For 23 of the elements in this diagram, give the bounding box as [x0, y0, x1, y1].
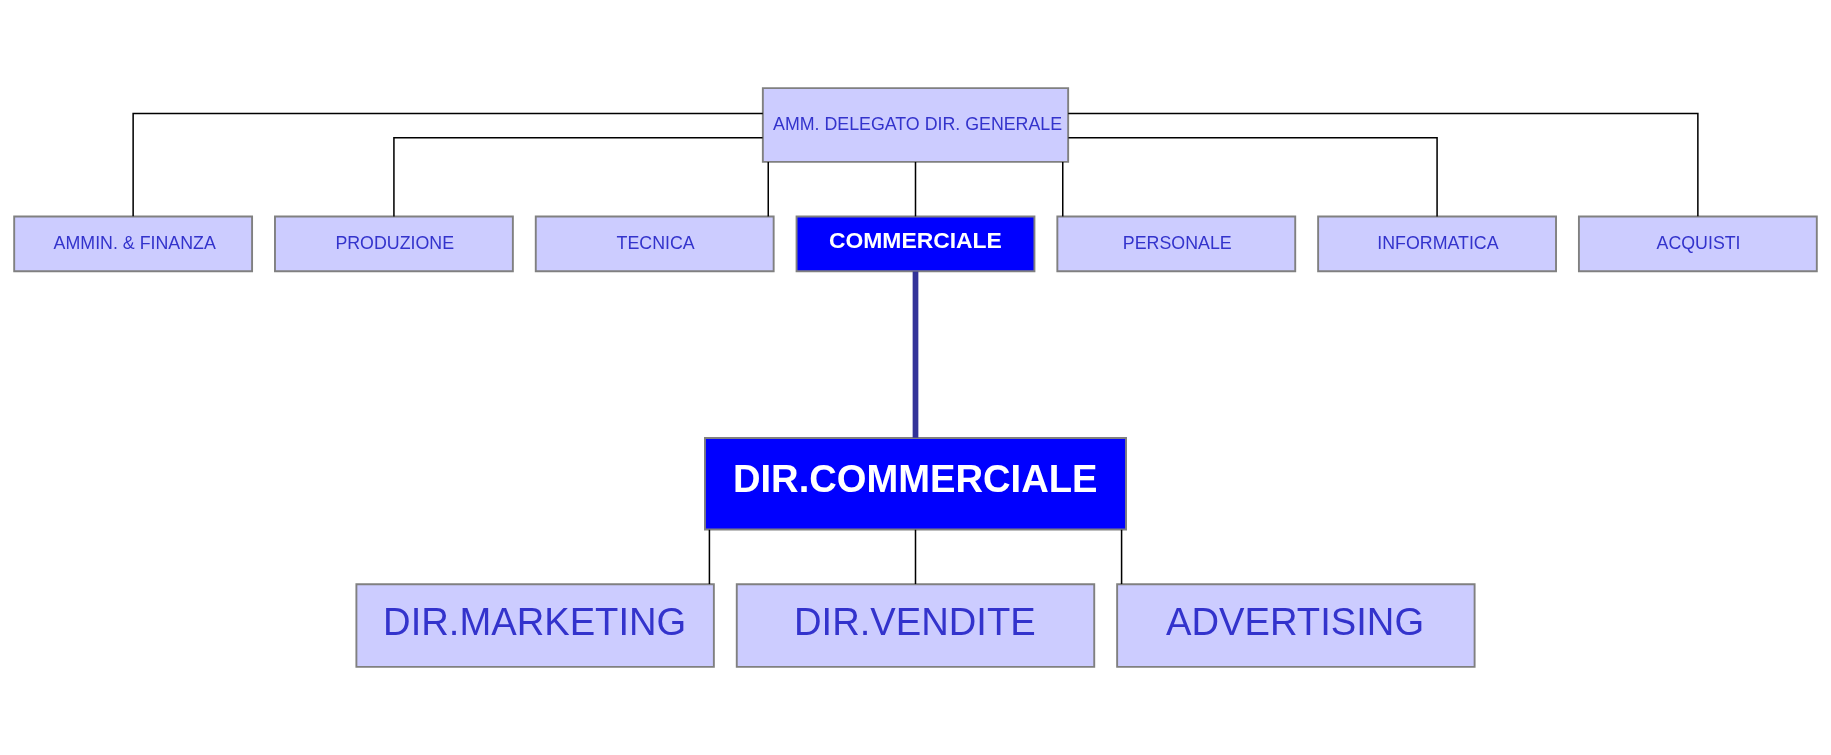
node-box: TECNICA	[534, 215, 775, 273]
node-box: ADVERTISING	[1116, 583, 1476, 668]
node-box: PRODUZIONE	[274, 215, 514, 273]
connector	[767, 161, 769, 218]
node-box: PERSONALE	[1056, 215, 1297, 273]
connector	[912, 271, 919, 438]
node-box: DIR.MARKETING	[355, 583, 715, 668]
node-box: DIR.VENDITE	[735, 583, 1096, 668]
node-box: COMMERCIALE	[795, 215, 1036, 273]
connector	[1062, 161, 1064, 218]
connector	[1067, 136, 1438, 218]
connector	[132, 112, 764, 218]
node-box: INFORMATICA	[1317, 215, 1557, 273]
node-box: AMM. DELEGATO DIR. GENERALE	[761, 87, 1070, 163]
connector	[1120, 529, 1123, 585]
connector	[393, 136, 764, 218]
connector	[1067, 112, 1699, 218]
node-box: AMMIN. & FINANZA	[13, 215, 254, 273]
connector	[708, 529, 711, 585]
node-box: ACQUISTI	[1577, 215, 1818, 273]
connector	[914, 529, 917, 585]
node-box: DIR.COMMERCIALE	[704, 436, 1127, 531]
connector	[914, 161, 917, 218]
